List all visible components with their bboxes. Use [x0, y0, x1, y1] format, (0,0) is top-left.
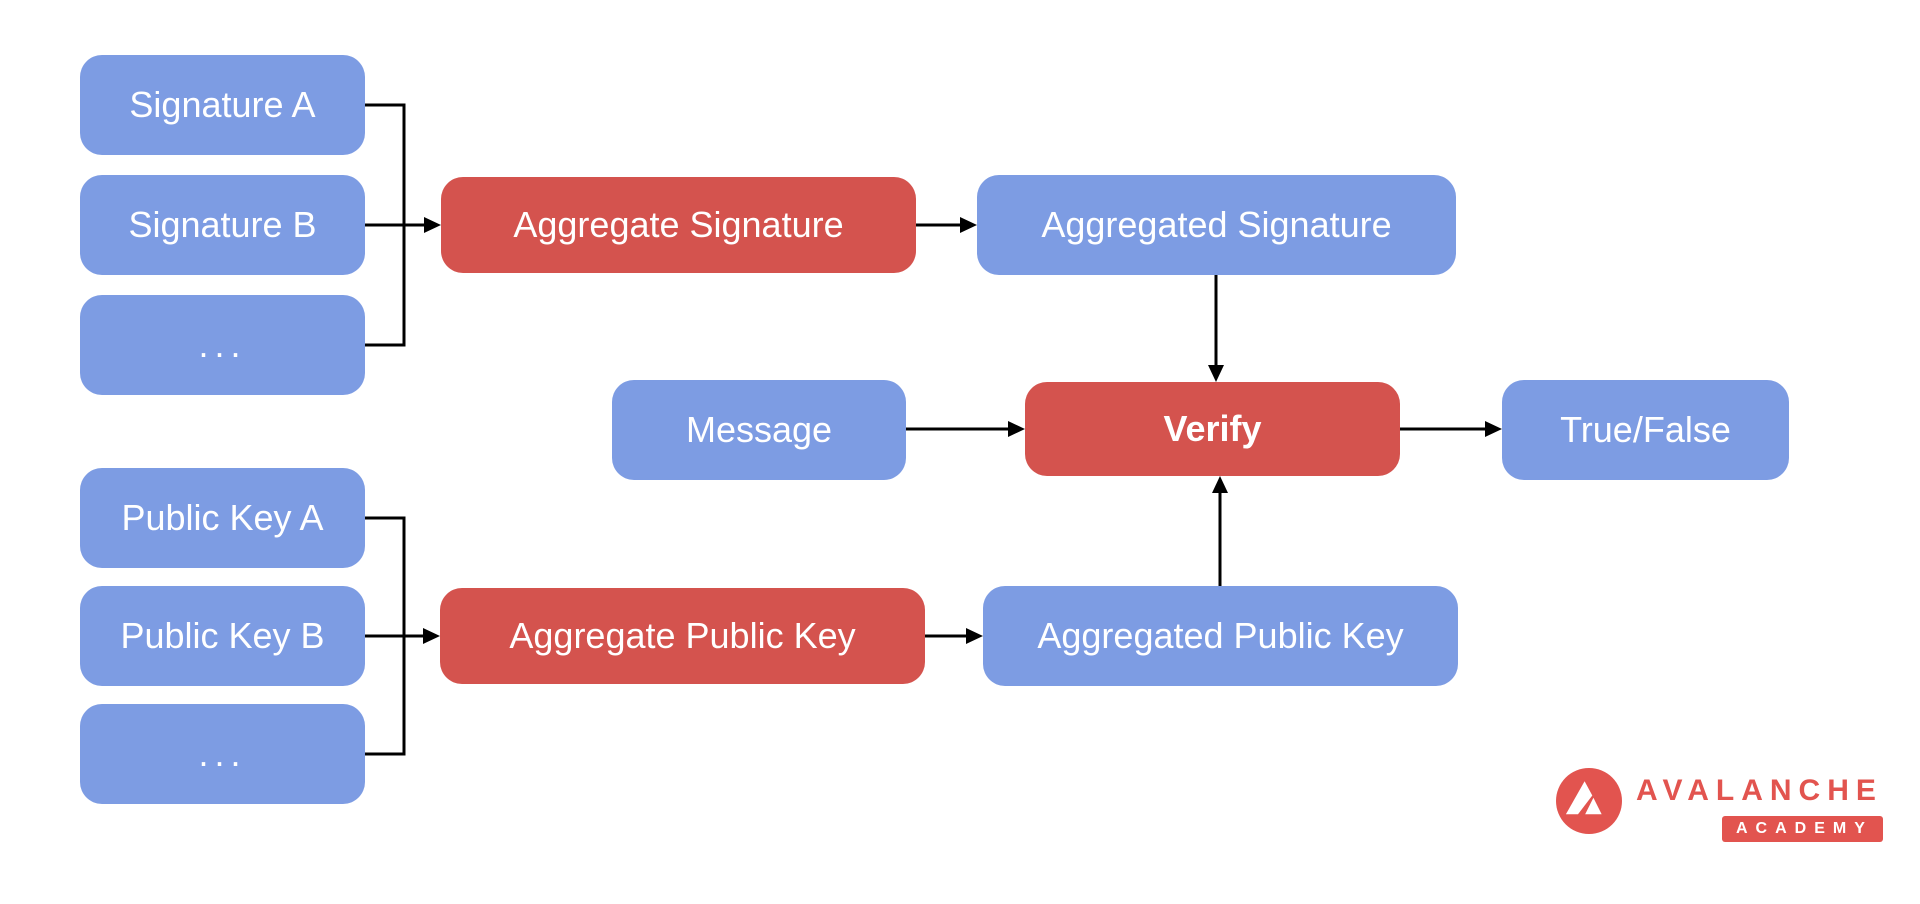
logo-badge-text: ACADEMY	[1722, 816, 1883, 842]
node-signature-ellipsis: ...	[80, 295, 365, 395]
node-aggregated-signature: Aggregated Signature	[977, 175, 1456, 275]
node-public-key-ellipsis: ...	[80, 704, 365, 804]
node-aggregate-signature: Aggregate Signature	[441, 177, 916, 273]
node-public-key-a: Public Key A	[80, 468, 365, 568]
arrowhead-into-verify-top	[1208, 365, 1224, 382]
avalanche-academy-logo: AVALANCHE ACADEMY	[1556, 768, 1883, 842]
arrowhead-into-aggregated-publickey	[966, 628, 983, 644]
node-signature-b: Signature B	[80, 175, 365, 275]
node-true-false: True/False	[1502, 380, 1789, 480]
logo-text-group: AVALANCHE ACADEMY	[1636, 768, 1883, 842]
arrowhead-into-verify-bottom	[1212, 476, 1228, 493]
arrowhead-into-aggregated-signature	[960, 217, 977, 233]
node-verify: Verify	[1025, 382, 1400, 476]
arrowhead-into-aggregate-signature	[424, 217, 441, 233]
node-signature-a: Signature A	[80, 55, 365, 155]
avalanche-triangle-icon	[1556, 768, 1622, 834]
logo-brand-text: AVALANCHE	[1636, 774, 1883, 807]
node-message: Message	[612, 380, 906, 480]
node-public-key-b: Public Key B	[80, 586, 365, 686]
arrowhead-into-aggregate-publickey	[423, 628, 440, 644]
arrowhead-into-truefalse	[1485, 421, 1502, 437]
node-aggregated-public-key: Aggregated Public Key	[983, 586, 1458, 686]
arrowhead-into-verify-left	[1008, 421, 1025, 437]
node-aggregate-public-key: Aggregate Public Key	[440, 588, 925, 684]
